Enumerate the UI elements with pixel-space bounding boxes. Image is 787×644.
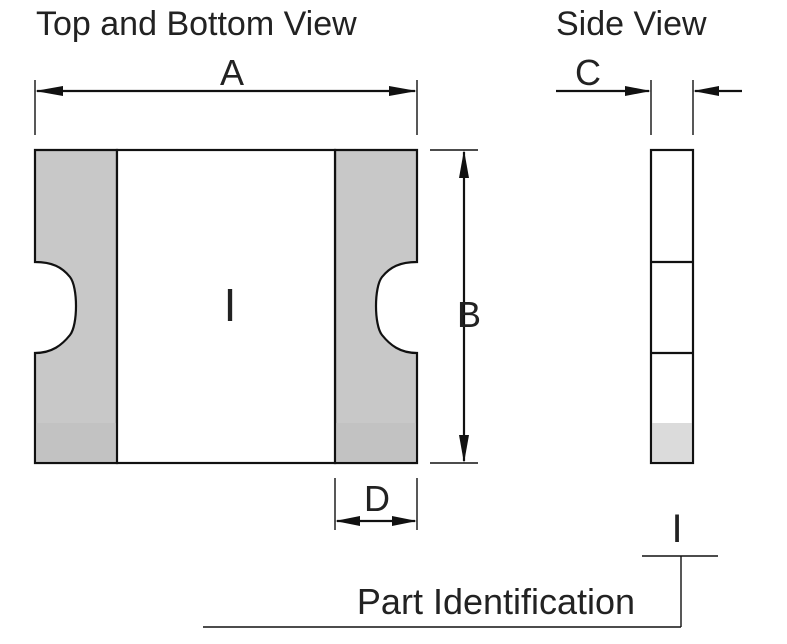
left-terminal (33, 148, 119, 465)
right-terminal (333, 148, 419, 465)
dimension-c-label: C (575, 52, 601, 93)
part-identification-callout: I Part Identification (203, 507, 718, 628)
dimension-b-label: B (457, 294, 481, 335)
dimension-d: D (334, 478, 418, 530)
top-bottom-view: I (33, 148, 419, 465)
center-body (115, 148, 337, 465)
side-view-shade (652, 423, 692, 462)
body-marking: I (224, 279, 237, 331)
dimension-a: A (34, 52, 418, 135)
dimension-d-label: D (364, 478, 390, 519)
side-view (649, 148, 695, 465)
dimension-b: B (430, 149, 481, 464)
dimension-a-label: A (220, 52, 244, 93)
side-view-title: Side View (556, 5, 707, 43)
dimension-c: C (556, 52, 742, 135)
dimension-d-arrow-right (392, 516, 417, 526)
dimension-b-arrow-bottom (459, 435, 469, 463)
top-bottom-view-title: Top and Bottom View (36, 5, 357, 43)
dimension-d-arrow-left (335, 516, 360, 526)
dimension-a-arrow-right (389, 86, 417, 96)
dimension-b-arrow-top (459, 150, 469, 178)
dimension-c-arrow-left (625, 86, 651, 96)
part-identification-marking: I (671, 507, 682, 551)
side-view-body (649, 148, 695, 465)
right-terminal-shade (336, 423, 416, 462)
dimension-a-arrow-left (35, 86, 63, 96)
dimension-c-arrow-right (693, 86, 719, 96)
left-terminal-shade (36, 423, 116, 462)
part-identification-label: Part Identification (357, 581, 635, 622)
